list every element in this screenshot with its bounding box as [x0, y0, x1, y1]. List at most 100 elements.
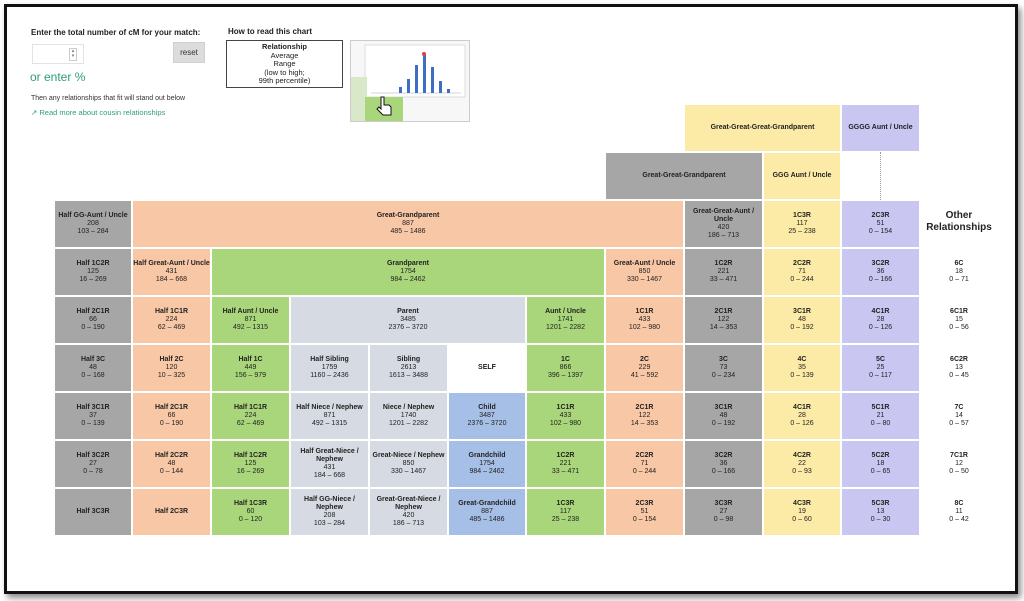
cell-label: 5C2R [871, 452, 890, 459]
cm-input[interactable]: ▴▾ [32, 44, 84, 64]
read-more-link[interactable]: ↗ Read more about cousin relationships [31, 108, 166, 117]
cell-avg: 12 [955, 460, 963, 467]
relationship-cell[interactable]: SELF [448, 344, 526, 392]
cell-label: 3C3R [714, 500, 733, 507]
cell-avg: 224 [244, 412, 257, 419]
cell-avg: 36 [719, 460, 728, 467]
legend-heading: How to read this chart [228, 27, 313, 36]
cell-label: Child [478, 404, 496, 411]
spinner-icon[interactable]: ▴▾ [69, 48, 77, 61]
relationship-cell[interactable]: GGGG Aunt / Uncle [841, 104, 920, 152]
cell-avg: 1740 [400, 412, 417, 419]
cell-avg: 433 [559, 412, 572, 419]
relationship-cell[interactable]: GGG Aunt / Uncle [763, 152, 841, 200]
relationship-cell[interactable]: Half 2C3R [132, 488, 211, 536]
cell-range: 14 – 353 [630, 420, 659, 427]
cell-label: Half Great-Niece / Nephew [300, 448, 359, 463]
cell-avg: 2613 [400, 364, 417, 371]
cell-range: 103 – 284 [77, 228, 109, 235]
cell-label: 2C3R [871, 212, 890, 219]
cell-avg: 48 [798, 316, 806, 323]
cell-avg: 866 [559, 364, 572, 371]
reset-button[interactable]: reset [173, 42, 205, 63]
relationship-cell[interactable]: Half 3C3R [54, 488, 132, 536]
cell-avg: 28 [876, 316, 885, 323]
cell-label: 3C1R [714, 404, 733, 411]
cell-avg: 37 [89, 412, 97, 419]
relationship-cell[interactable]: Great-Great-Great-Grandparent [684, 104, 841, 152]
percent-toggle-link[interactable]: or enter % [30, 70, 86, 84]
relationship-cell[interactable]: Great-Great-Grandparent [605, 152, 763, 200]
chart-thumbnail[interactable] [350, 40, 470, 122]
